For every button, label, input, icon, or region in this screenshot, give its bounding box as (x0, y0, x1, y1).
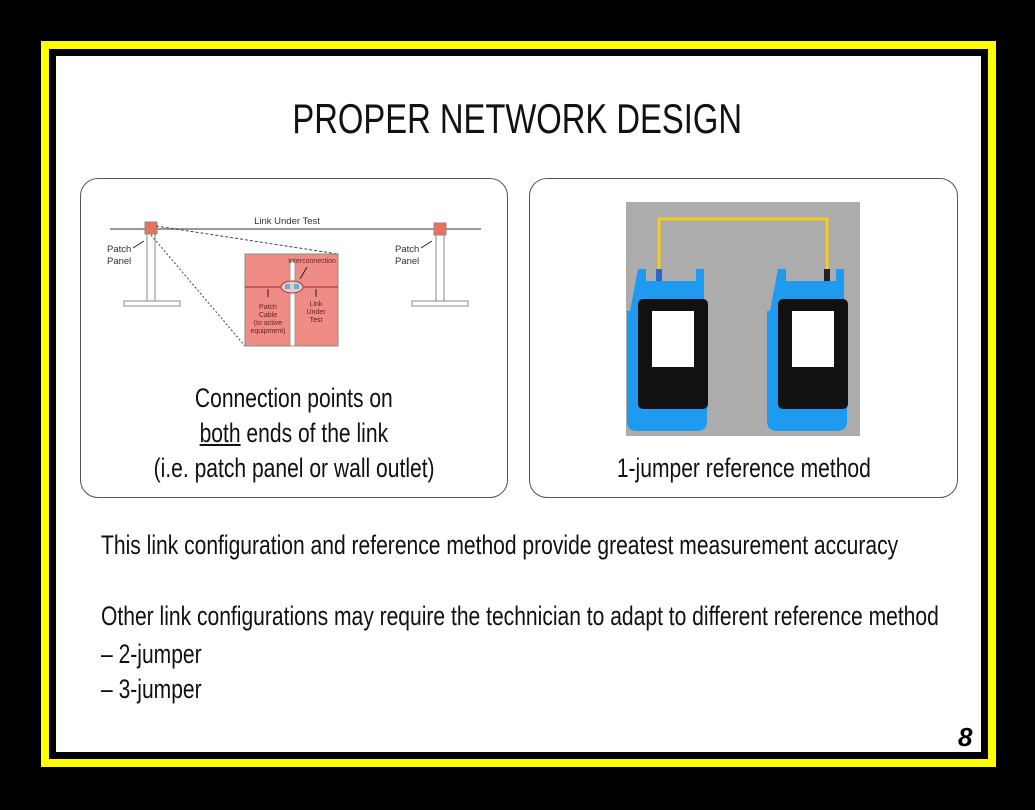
caption-line: (i.e. patch panel or wall outlet) (153, 453, 435, 483)
one-jumper-diagram (626, 202, 860, 436)
jumper-cable (657, 217, 829, 271)
body-line-accuracy: This link configuration and reference me… (101, 530, 1035, 561)
slide-title: PROPER NETWORK DESIGN (0, 95, 1035, 143)
black-connector (824, 269, 830, 284)
blue-connector (656, 269, 662, 284)
link-diagram-caption: Connection points on both ends of the li… (81, 381, 507, 486)
body-line-other-configs: Other link configurations may require th… (101, 601, 1035, 632)
patch-panel-left-icon (144, 221, 158, 235)
bullet-text: – 2-jumper (101, 639, 202, 669)
caption-line: Connection points on (195, 383, 393, 413)
bullet-3-jumper: – 3-jumper (101, 674, 230, 705)
reference-method-panel: 1-jumper reference method (529, 178, 958, 498)
page-number: 8 (958, 722, 973, 752)
bullet-text: – 3-jumper (101, 674, 202, 704)
caption-line: ends of the link (240, 418, 389, 448)
patch-panel-right-icon (433, 222, 447, 236)
reference-method-caption: 1-jumper reference method (530, 451, 957, 486)
bullet-2-jumper: – 2-jumper (101, 639, 230, 670)
test-device-right (767, 269, 848, 431)
slide-title-text: PROPER NETWORK DESIGN (292, 95, 743, 142)
body-text: Other link configurations may require th… (101, 601, 939, 631)
caption-text: 1-jumper reference method (616, 453, 871, 483)
body-text: This link configuration and reference me… (101, 530, 899, 560)
link-under-test-label: Link Under Test (254, 216, 320, 227)
caption-emphasis: both (199, 418, 241, 448)
test-device-left (627, 269, 708, 431)
interconnection-label: Interconnection (288, 258, 336, 265)
